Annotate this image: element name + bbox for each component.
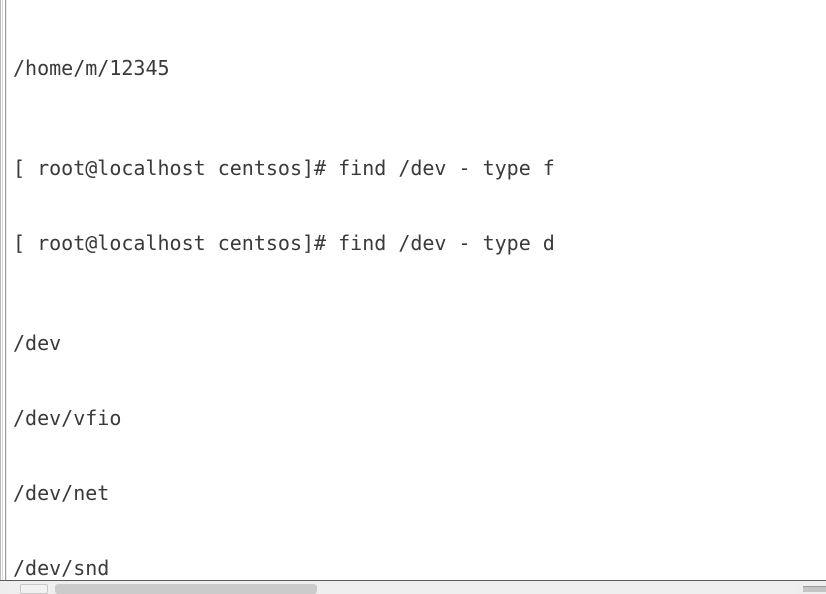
bottom-scrollbar-bar <box>0 580 826 594</box>
terminal-line-output: /dev <box>13 331 62 355</box>
horizontal-scrollbar-track[interactable] <box>8 584 794 594</box>
terminal-screen[interactable]: /home/m/12345 [ root@localhost centsos]#… <box>0 0 826 580</box>
terminal-line-output: /dev/vfio <box>13 406 122 430</box>
terminal-line-prompt: [ root@localhost centsos]# find /dev - t… <box>13 231 555 255</box>
scroll-left-button[interactable] <box>20 584 48 594</box>
terminal-line-output: /dev/snd <box>13 556 110 580</box>
terminal-line-prompt: [ root@localhost centsos]# find /dev - t… <box>13 156 555 180</box>
terminal-line-clipped: /home/m/12345 <box>13 56 170 80</box>
horizontal-scrollbar-thumb[interactable] <box>55 584 317 594</box>
terminal-line-output: /dev/net <box>13 481 110 505</box>
window-frame-edge <box>0 0 1 580</box>
terminal-scrollback: /home/m/12345 [ root@localhost centsos]#… <box>13 0 555 580</box>
scroll-right-marker[interactable] <box>803 586 826 592</box>
window-frame-edge-mid <box>2 0 3 580</box>
window-frame-edge-inner <box>5 0 6 580</box>
window-frame-edge-inner-highlight <box>6 0 7 580</box>
